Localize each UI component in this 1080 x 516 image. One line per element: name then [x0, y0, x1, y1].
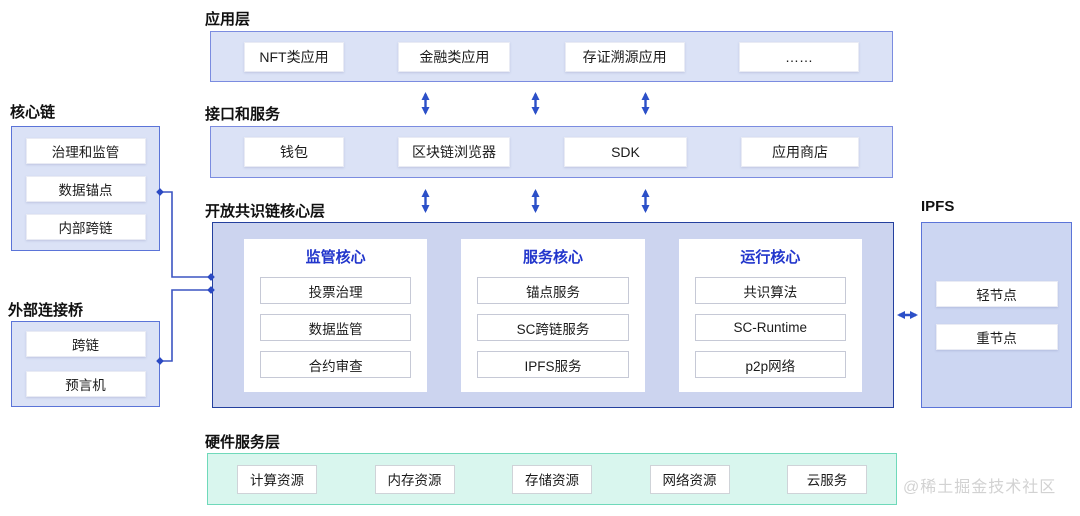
hw-item-network: 网络资源 — [649, 464, 730, 494]
interface-layer-band: 钱包 区块链浏览器 SDK 应用商店 — [210, 126, 893, 178]
core-panel-service: 服务核心 锚点服务 SC跨链服务 IPFS服务 — [461, 239, 645, 392]
application-layer-band: NFT类应用 金融类应用 存证溯源应用 …… — [210, 31, 893, 82]
app-item-provenance: 存证溯源应用 — [564, 41, 685, 72]
core-item: 投票治理 — [260, 277, 412, 304]
core-item: 锚点服务 — [477, 277, 629, 304]
external-bridge-item: 预言机 — [25, 371, 146, 397]
core-chain-item: 数据锚点 — [25, 175, 146, 202]
ipfs-label: IPFS — [921, 198, 955, 215]
app-item-more: …… — [738, 41, 859, 72]
interface-item-appstore: 应用商店 — [741, 137, 859, 167]
external-bridge-item: 跨链 — [25, 331, 146, 357]
core-item: 合约审查 — [260, 351, 412, 378]
vertical-double-arrow-icon — [421, 189, 650, 213]
core-chain-item: 内部跨链 — [25, 213, 146, 240]
bridge-connector-line — [160, 289, 211, 362]
ipfs-box: 轻节点 重节点 — [921, 222, 1072, 408]
hw-item-cloud: 云服务 — [787, 464, 867, 494]
core-chain-label: 核心链 — [10, 104, 56, 121]
core-chain-box: 治理和监管 数据锚点 内部跨链 — [11, 126, 160, 251]
core-item: 共识算法 — [694, 277, 846, 304]
hw-item-compute: 计算资源 — [237, 464, 317, 494]
core-chain-item: 治理和监管 — [25, 137, 146, 164]
interface-layer-label: 接口和服务 — [205, 106, 281, 123]
core-layer-box: 监管核心 投票治理 数据监管 合约审查 服务核心 锚点服务 SC跨链服务 IPF… — [212, 222, 894, 408]
core-panel-title: 监管核心 — [305, 249, 366, 266]
hw-item-memory: 内存资源 — [374, 464, 455, 494]
external-bridge-label: 外部连接桥 — [8, 302, 84, 319]
hardware-layer-band: 计算资源 内存资源 存储资源 网络资源 云服务 — [207, 453, 897, 505]
vertical-double-arrow-icon — [421, 92, 650, 115]
core-layer-label: 开放共识链核心层 — [205, 203, 326, 220]
core-chain-connector-line — [160, 191, 211, 278]
interface-item-explorer: 区块链浏览器 — [398, 137, 510, 167]
app-item-nft: NFT类应用 — [244, 41, 344, 72]
interface-item-wallet: 钱包 — [244, 137, 344, 167]
core-item: IPFS服务 — [477, 351, 629, 378]
application-layer-label: 应用层 — [205, 11, 251, 28]
core-panel-runtime: 运行核心 共识算法 SC-Runtime p2p网络 — [678, 239, 862, 392]
hardware-layer-label: 硬件服务层 — [205, 434, 281, 451]
watermark: @稀土掘金技术社区 — [903, 479, 1057, 496]
interface-item-sdk: SDK — [564, 137, 687, 167]
core-item: p2p网络 — [694, 351, 846, 378]
hw-item-storage: 存储资源 — [512, 464, 592, 494]
core-item: SC跨链服务 — [477, 314, 629, 341]
core-panel-supervision: 监管核心 投票治理 数据监管 合约审查 — [244, 239, 428, 392]
core-panel-title: 服务核心 — [522, 249, 583, 266]
app-item-finance: 金融类应用 — [398, 41, 511, 72]
ipfs-item-heavy-node: 重节点 — [935, 323, 1058, 350]
external-bridge-box: 跨链 预言机 — [11, 321, 160, 407]
core-item: SC-Runtime — [694, 314, 846, 341]
core-panel-title: 运行核心 — [740, 249, 801, 266]
ipfs-item-light-node: 轻节点 — [935, 280, 1058, 307]
core-item: 数据监管 — [260, 314, 412, 341]
